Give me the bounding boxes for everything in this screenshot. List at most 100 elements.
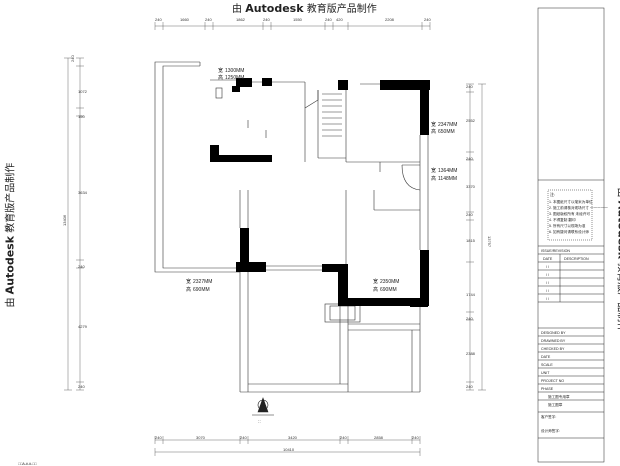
dim-label: 240 [466, 212, 473, 217]
dim-label: 2552 [466, 118, 476, 123]
designer-sign-label: 设计师签字: [541, 428, 560, 433]
title-block-notes: 注: 1. 本图纸尺寸以毫米为单位 2. 施工前请核对现场尺寸 一一一一一 3.… [549, 191, 608, 234]
room-tag-width-value: 2327MM [193, 279, 212, 285]
field-designed-by: DESIGNED BY [541, 331, 566, 335]
watermark-top: 由 Autodesk 教育版产品制作 [232, 2, 377, 15]
dim-label: 3420 [288, 435, 298, 440]
field-phase: PHASE [541, 387, 554, 391]
dim-label: 1862 [236, 17, 246, 22]
note-line: 2. 施工前请核对现场尺寸 一一一一一 [549, 205, 608, 210]
dimension-top-labels: 240 1660 240 1862 240 1550 240 420 2208 … [155, 17, 431, 22]
room-tag-width: 宽 [186, 278, 191, 285]
dim-label: 240 [424, 17, 431, 22]
thin-walls [154, 61, 429, 393]
room-tag: 宽 2327MM 高 690MM [186, 278, 212, 293]
field-checked-by: CHECKED BY [541, 347, 565, 351]
room-tag-height: 高 [373, 286, 378, 293]
room-tag: 宽 2350MM 高 690MM [373, 278, 399, 293]
room-tag: 宽 1300MM 高 1250MM [218, 67, 244, 81]
room-tag-height-value: 650MM [438, 129, 455, 135]
dimension-left-labels: 240 1072 150 3634 240 4279 240 13406 [62, 55, 88, 389]
solid-walls [210, 78, 430, 307]
dim-label: 2388 [466, 351, 476, 356]
room-tag-width: 宽 [373, 278, 378, 285]
field-unit: UNIT [541, 371, 550, 375]
field-date: DATE [541, 355, 551, 359]
dim-label: 240 [70, 55, 75, 62]
room-tag: 宽 1364MM 高 1148MM [431, 167, 457, 182]
dimension-right-labels: 240 2552 240 3370 240 1815 1744 240 2388… [466, 84, 492, 389]
dim-label: 4279 [78, 324, 88, 329]
dimension-bottom [154, 436, 421, 456]
note-line: 4. 不得复制 翻印 [549, 217, 576, 222]
north-arrow-icon: ∷ [252, 397, 274, 424]
dim-total-label: 13797 [487, 236, 492, 248]
dimension-top [154, 22, 431, 30]
title-fields: DESIGNED BY DRAWNED BY CHECKED BY DATE S… [541, 331, 570, 433]
dim-label: 240 [466, 156, 473, 161]
note-line: 6. 如有疑问请联系设计师 [549, 229, 589, 234]
stamp-line: 施工图专用章 [548, 394, 570, 399]
room-tag-width-value: 2350MM [380, 279, 399, 285]
field-project-no: PROJECT NO [541, 379, 564, 383]
dim-label: 240 [78, 264, 85, 269]
dim-label: 240 [466, 316, 473, 321]
dim-label: 240 [263, 17, 270, 22]
dim-label: 2208 [385, 17, 395, 22]
dim-label: 1660 [180, 17, 190, 22]
stamp-line: 施工图章 [548, 402, 563, 407]
dimension-right [466, 83, 486, 391]
title-block [537, 7, 605, 463]
dim-label: 3634 [78, 190, 88, 195]
dim-label: 3370 [466, 184, 476, 189]
dim-label: 240 [78, 384, 85, 389]
dim-label: 420 [336, 17, 343, 22]
room-tag-width: 宽 [431, 121, 436, 128]
room-tag-width-value: 2347MM [438, 122, 457, 128]
svg-text:∷: ∷ [258, 419, 261, 424]
room-tag-height-value: 1250MM [225, 75, 244, 81]
revision-date-col: DATE [543, 257, 553, 261]
revision-row: / / [546, 289, 549, 293]
revision-row: / / [546, 265, 549, 269]
dim-label: 240 [155, 17, 162, 22]
dim-label: 150 [78, 114, 85, 119]
field-drawned-by: DRAWNED BY [541, 339, 566, 343]
room-tag-width: 宽 [431, 167, 436, 174]
dimension-left [64, 57, 84, 391]
note-line: 1. 本图纸尺寸以毫米为单位 [549, 199, 593, 204]
note-line: 5. 所有尺寸以现场为准 [549, 223, 586, 228]
dim-label: 240 [155, 435, 162, 440]
room-tag: 宽 2347MM 高 650MM [431, 121, 457, 135]
dim-label: 3070 [196, 435, 206, 440]
room-tag-height-value: 690MM [380, 287, 397, 293]
dim-total-label: 13406 [62, 214, 67, 226]
revision-row: / / [546, 281, 549, 285]
dim-label: 240 [240, 435, 247, 440]
dim-label: 1815 [466, 238, 476, 243]
room-tag-height: 高 [431, 128, 436, 135]
dim-label: 240 [205, 17, 212, 22]
revision-desc-col: DESCRIPTION [564, 257, 589, 261]
room-tag-width-value: 1300MM [225, 68, 244, 74]
dim-label: 240 [466, 84, 473, 89]
room-tag-height-value: 1148MM [438, 176, 457, 182]
revision-row: / / [546, 273, 549, 277]
revision-header: ISSUE/REVISION [541, 249, 570, 253]
room-tag-width: 宽 [218, 67, 223, 74]
dim-label: 1550 [293, 17, 303, 22]
note-line: 3. 图纸版权所有 未经许可 [549, 211, 590, 216]
dimension-bottom-labels: 240 3070 240 3420 240 2858 240 10410 [155, 435, 419, 452]
revision-table: ISSUE/REVISION DATE DESCRIPTION / / / / … [541, 249, 589, 301]
room-tag-height-value: 690MM [193, 287, 210, 293]
room-tag-height: 高 [186, 286, 191, 293]
dim-label: 240 [466, 384, 473, 389]
dim-label: 240 [340, 435, 347, 440]
notes-header: 注: [550, 191, 555, 197]
client-sign-label: 客户签字: [541, 414, 556, 419]
dim-label: 2858 [374, 435, 384, 440]
dim-label: 1072 [78, 89, 88, 94]
room-tag-height: 高 [218, 74, 223, 81]
room-tag-width-value: 1364MM [438, 168, 457, 174]
